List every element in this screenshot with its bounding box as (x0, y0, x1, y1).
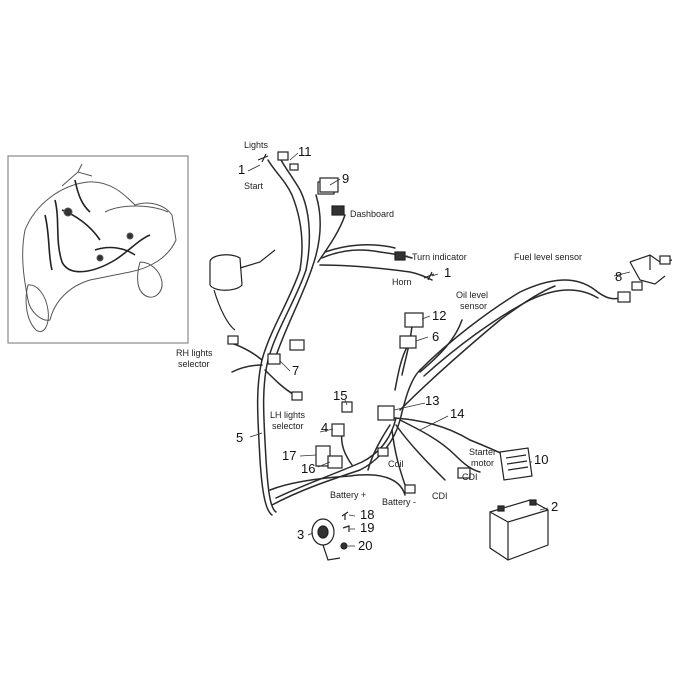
cdi-top-connector (457, 467, 471, 479)
part-13 (377, 405, 395, 421)
screw-18 (341, 511, 349, 520)
oil-level-sensor-label-line2: sensor (460, 301, 488, 311)
scooter-body (22, 181, 177, 321)
ref-number-1-top: 1 (238, 162, 246, 177)
fuse-16 (327, 455, 343, 469)
cdi-connector (404, 484, 416, 494)
ref-number-15: 15 (333, 388, 348, 403)
coil-label: Coil (388, 459, 404, 469)
scooter-seat (104, 205, 169, 213)
ref-number-20: 20 (358, 538, 373, 553)
lh-selector-connector (291, 391, 303, 401)
rh-selector-connector (227, 335, 239, 345)
part-1-right (423, 271, 435, 281)
scooter-inset (7, 155, 189, 344)
connector-11 (277, 151, 289, 161)
starter-motor-label-line2: motor (471, 458, 495, 468)
scooter-front-wheel (25, 284, 49, 332)
regulator-10 (499, 447, 533, 481)
trunk-upper (256, 269, 301, 516)
ref-number-16: 16 (301, 461, 316, 476)
relay-12 (404, 312, 424, 328)
main-harness (227, 157, 621, 516)
ref-number-2: 2 (551, 499, 559, 514)
ref-number-4: 4 (321, 420, 329, 435)
ref-number-13: 13 (425, 393, 440, 408)
ref-number-1-right: 1 (444, 265, 452, 280)
rh-lights-selector-label-line2: selector (178, 359, 210, 369)
inset-harness (44, 179, 151, 273)
ref-number-10: 10 (534, 452, 549, 467)
start-label: Start (244, 181, 264, 191)
ref-number-11: 11 (298, 144, 312, 159)
ignition-switch (209, 254, 243, 291)
battery-minus-label: Battery - (382, 497, 417, 507)
fuel-sensor-connector (617, 291, 631, 303)
coil-connector (377, 447, 389, 457)
ref-number-6: 6 (432, 329, 440, 344)
scooter-handlebar (61, 163, 93, 187)
inset-frame (7, 155, 189, 344)
ref-number-8: 8 (615, 269, 623, 284)
starter-motor-label-line1: Starter (469, 447, 497, 457)
rh-lights-selector-label-line1: RH lights (176, 348, 213, 358)
cdi-top-label: CDI (462, 472, 478, 482)
ref-number-17: 17 (282, 448, 297, 463)
lh-lights-selector-label-line2: selector (272, 421, 304, 431)
ref-number-3: 3 (297, 527, 305, 542)
nut-20 (340, 542, 348, 550)
leader-lines (247, 152, 631, 547)
part-4 (331, 423, 345, 437)
turn-indicator-connector (394, 251, 406, 261)
horn-label: Horn (392, 277, 412, 287)
lh-lights-selector-label-line1: LH lights (270, 410, 306, 420)
connector-7 (267, 353, 281, 365)
oil-level-sensor-label-line1: Oil level (456, 290, 489, 300)
fuel-level-sensor-label: Fuel level sensor (514, 252, 583, 262)
ref-number-19: 19 (360, 520, 375, 535)
ref-number-18: 18 (360, 507, 375, 522)
relay-9 (319, 177, 339, 193)
part-15 (341, 401, 353, 413)
dashboard-connector (331, 205, 345, 216)
ref-number-5: 5 (236, 430, 244, 445)
lights-label: Lights (244, 140, 269, 150)
ref-number-14: 14 (450, 406, 465, 421)
screw-19 (342, 525, 350, 532)
ref-number-12: 12 (432, 308, 447, 323)
scooter-rear-wheel (137, 261, 163, 298)
part-1-top (257, 153, 269, 163)
connector-bundle (289, 339, 305, 351)
battery-plus-label: Battery + (330, 490, 367, 500)
ref-number-9: 9 (342, 171, 350, 186)
turn-indicator-label: Turn indicator (412, 252, 467, 262)
ref-number-7: 7 (292, 363, 300, 378)
components (209, 151, 673, 561)
dashboard-label: Dashboard (350, 209, 395, 219)
cdi-bottom-label: CDI (432, 491, 448, 501)
relay-6 (399, 335, 417, 349)
